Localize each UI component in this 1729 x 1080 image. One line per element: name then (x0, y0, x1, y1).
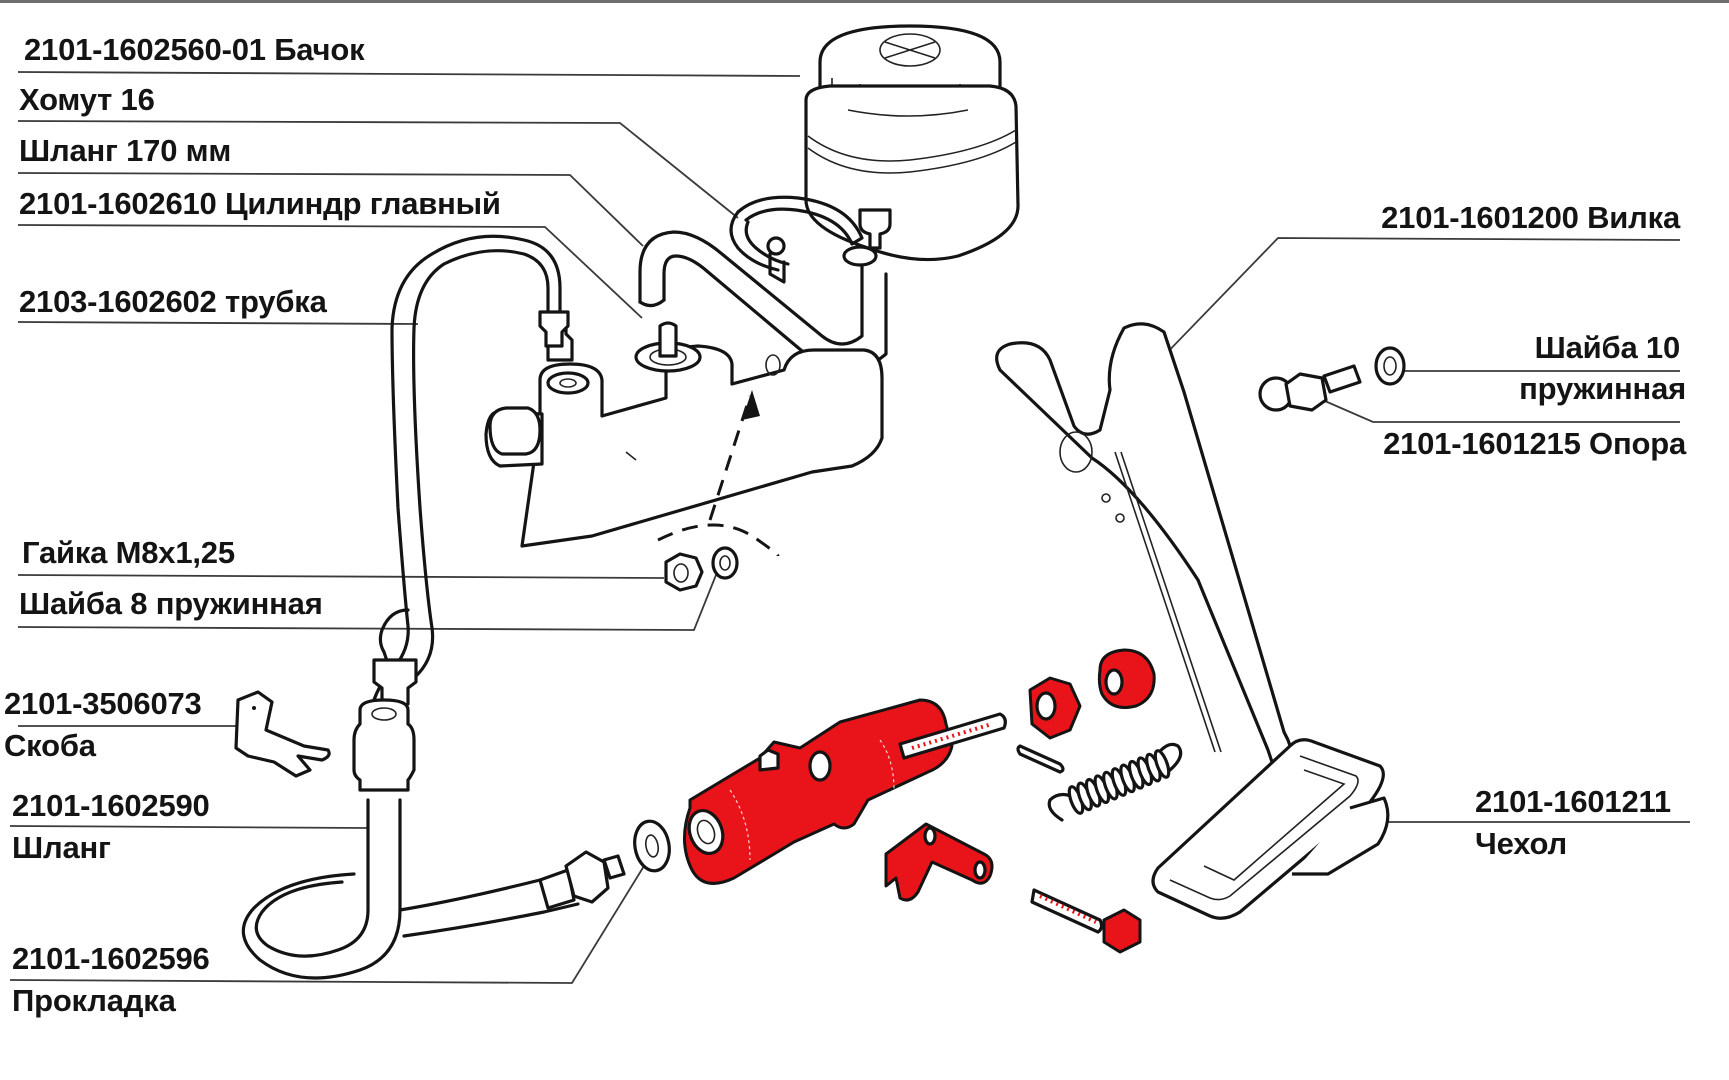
support-drawing (1258, 346, 1406, 412)
top-border (0, 0, 1729, 3)
cotter-pin-drawing (1016, 744, 1065, 774)
leader-hose (9, 825, 369, 829)
label-reservoir: 2101-1602560-01 Бачок (24, 32, 365, 67)
leader-master-cylinder (17, 224, 643, 319)
slave-cylinder-drawing (682, 698, 954, 885)
leader-clamp (17, 120, 739, 219)
label-washer-10-line2: пружинная (1519, 371, 1686, 406)
gasket-drawing (633, 819, 671, 873)
label-hose-name: Шланг (12, 830, 111, 865)
slave-bracket-drawing (884, 822, 994, 902)
boot-drawing (1151, 738, 1390, 920)
label-nut: Гайка М8х1,25 (22, 535, 235, 570)
label-boot-code: 2101-1601211 (1475, 784, 1671, 819)
return-spring-drawing (1047, 742, 1183, 822)
label-boot-name: Чехол (1475, 826, 1567, 861)
leader-tube (17, 321, 419, 325)
label-hose-code: 2101-1602590 (12, 788, 210, 823)
leader-fork (1127, 237, 1681, 394)
label-washer-8: Шайба 8 пружинная (19, 586, 323, 621)
adjusting-nuts-drawing (1028, 648, 1156, 740)
bolt-drawing (1030, 888, 1142, 954)
leader-gasket (9, 865, 645, 984)
bracket-drawing (234, 690, 331, 778)
leader-lines (9, 71, 1690, 984)
label-clamp: Хомут 16 (19, 82, 155, 117)
leader-hose-170 (17, 172, 644, 247)
pushrod-drawing (898, 712, 1007, 760)
label-bracket-name: Скоба (4, 728, 96, 763)
label-fork: 2101-1601200 Вилка (1381, 200, 1680, 235)
leader-nut (17, 574, 665, 579)
clamp-drawing (729, 195, 864, 284)
leader-reservoir (17, 71, 801, 77)
label-bracket-code: 2101-3506073 (4, 686, 202, 721)
label-washer-10-line1: Шайба 10 (1534, 330, 1681, 365)
label-tube: 2103-1602602 трубка (19, 284, 327, 319)
leader-washer-8 (17, 569, 719, 631)
reservoir-drawing (804, 24, 1020, 262)
label-gasket-code: 2101-1602596 (12, 941, 210, 976)
label-master-cylinder: 2101-1602610 Цилиндр главный (19, 186, 501, 221)
label-support: 2101-1601215 Опора (1383, 426, 1686, 461)
spring-coil (1153, 749, 1171, 779)
label-gasket-name: Прокладка (12, 983, 176, 1018)
nut-washer-drawing (657, 390, 780, 592)
master-cylinder-drawing (484, 316, 884, 548)
label-hose-170: Шланг 170 мм (19, 133, 232, 168)
leader-support (1317, 397, 1680, 423)
hose-drawing (241, 698, 626, 980)
